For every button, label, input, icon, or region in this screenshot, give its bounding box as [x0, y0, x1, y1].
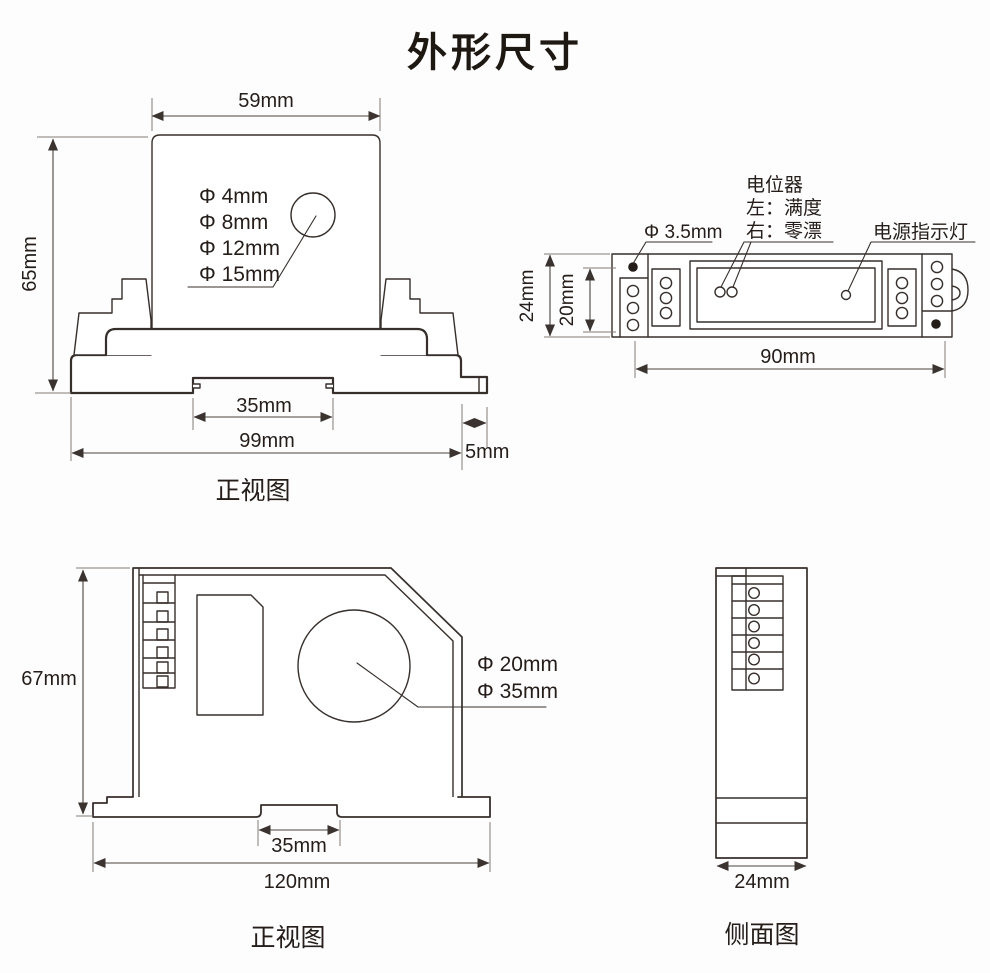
terminal-hole — [659, 306, 673, 320]
hole-diameter-label: Φ 4mm — [199, 185, 268, 208]
potentiometer-right-label: 右：零漂 — [746, 220, 822, 242]
dim-height-label: 24mm — [517, 270, 538, 323]
potentiometer-label: 电位器 — [746, 174, 803, 196]
ext-line — [70, 397, 463, 470]
side-view: 24mm 侧面图 — [715, 567, 808, 949]
body-outline — [715, 567, 808, 859]
upper-body — [151, 134, 381, 331]
dim-tab-label: 5mm — [465, 441, 509, 463]
terminal-hole — [748, 653, 761, 666]
ext-line — [634, 341, 946, 378]
terminal-hole — [930, 294, 944, 308]
top-view: Φ 3.5mm 电位器 左：满度 右：零漂 电源指示灯 24mm 20mm 90… — [517, 174, 976, 378]
terminal-hole — [748, 587, 761, 600]
base-outline — [92, 796, 491, 818]
mount-hole-label: Φ 3.5mm — [644, 222, 723, 243]
hole-diameter-label: Φ 8mm — [199, 211, 268, 234]
ext-line — [192, 398, 334, 430]
center-panel-inner — [696, 267, 876, 323]
endcap-divider-right — [921, 253, 953, 338]
ext-line — [92, 822, 491, 872]
terminal-hole — [748, 672, 761, 685]
dim-base-width-label: 99mm — [239, 430, 295, 452]
terminal-hole — [748, 637, 761, 650]
terminal-hole — [748, 604, 761, 617]
potentiometer-zero-drift — [726, 286, 738, 298]
view-label: 正视图 — [250, 924, 325, 952]
hole-diameter-label: Φ 12mm — [199, 237, 280, 260]
aperture-leader — [356, 662, 547, 708]
potentiometer-full-scale — [714, 286, 726, 298]
slot-notch-left — [192, 383, 201, 389]
dim-height-label: 65mm — [19, 236, 41, 292]
dim-width-label: 90mm — [760, 346, 816, 368]
ext-line — [544, 253, 610, 338]
slot-notch-right — [325, 383, 334, 389]
terminal-hole — [626, 301, 640, 315]
body-inner-wall — [138, 567, 454, 798]
leader-line — [720, 241, 834, 288]
hole-diameter-label: Φ 15mm — [199, 263, 280, 286]
dim-inner-height-label: 20mm — [557, 274, 578, 327]
potentiometer-left-label: 左：满度 — [746, 197, 822, 219]
terminal-hole — [930, 277, 944, 291]
base-outline — [69, 353, 489, 395]
terminal-block — [731, 575, 784, 691]
terminal-hole — [895, 306, 909, 320]
terminal-block-divider — [731, 575, 784, 691]
front-view-top: Φ 4mm Φ 8mm Φ 12mm Φ 15mm 59mm 65mm 35mm… — [19, 90, 509, 505]
aperture-hole — [290, 192, 336, 238]
aperture-hole — [297, 609, 411, 723]
middle-tier — [104, 327, 429, 357]
terminal-hole — [895, 276, 909, 290]
ext-line — [257, 820, 341, 846]
leader-line — [633, 241, 713, 263]
label-plate — [196, 594, 264, 716]
mount-hole — [931, 319, 941, 329]
terminal-hole — [626, 318, 640, 332]
terminal-hole — [659, 276, 673, 290]
din-latch-inner — [951, 285, 961, 301]
dim-height-label: 67mm — [21, 668, 77, 690]
page-title: 外形尺寸 — [407, 31, 583, 75]
terminal-hole — [895, 291, 909, 305]
dim-width-label: 24mm — [734, 871, 790, 893]
ext-line — [583, 267, 616, 333]
dim-top-width-label: 59mm — [238, 90, 294, 112]
hole-diameter-label: Φ 35mm — [477, 680, 558, 703]
ext-line — [35, 136, 148, 394]
aperture-leader — [187, 215, 317, 288]
dim-slot-label: 35mm — [236, 395, 292, 417]
view-label: 正视图 — [215, 477, 290, 505]
front-view-bottom: Φ 20mm Φ 35mm 67mm 35mm 120mm 正视图 — [21, 567, 558, 952]
terminal-hole — [659, 291, 673, 305]
dim-base-width-label: 120mm — [264, 871, 331, 893]
ext-line — [76, 567, 130, 817]
view-label: 侧面图 — [724, 921, 799, 949]
mount-hole — [628, 262, 638, 272]
base-lines — [715, 797, 808, 824]
power-led — [840, 289, 852, 301]
endcap-inner-left — [619, 277, 649, 338]
power-led-label: 电源指示灯 — [873, 221, 968, 243]
leader-line — [847, 241, 976, 292]
terminal-hole — [626, 284, 640, 298]
terminal-comb-teeth — [156, 591, 169, 688]
dim-slot-label: 35mm — [271, 835, 327, 857]
hole-diameter-label: Φ 20mm — [477, 653, 558, 676]
terminal-hole — [748, 620, 761, 633]
din-latch — [951, 268, 969, 312]
terminal-hole — [930, 260, 944, 274]
